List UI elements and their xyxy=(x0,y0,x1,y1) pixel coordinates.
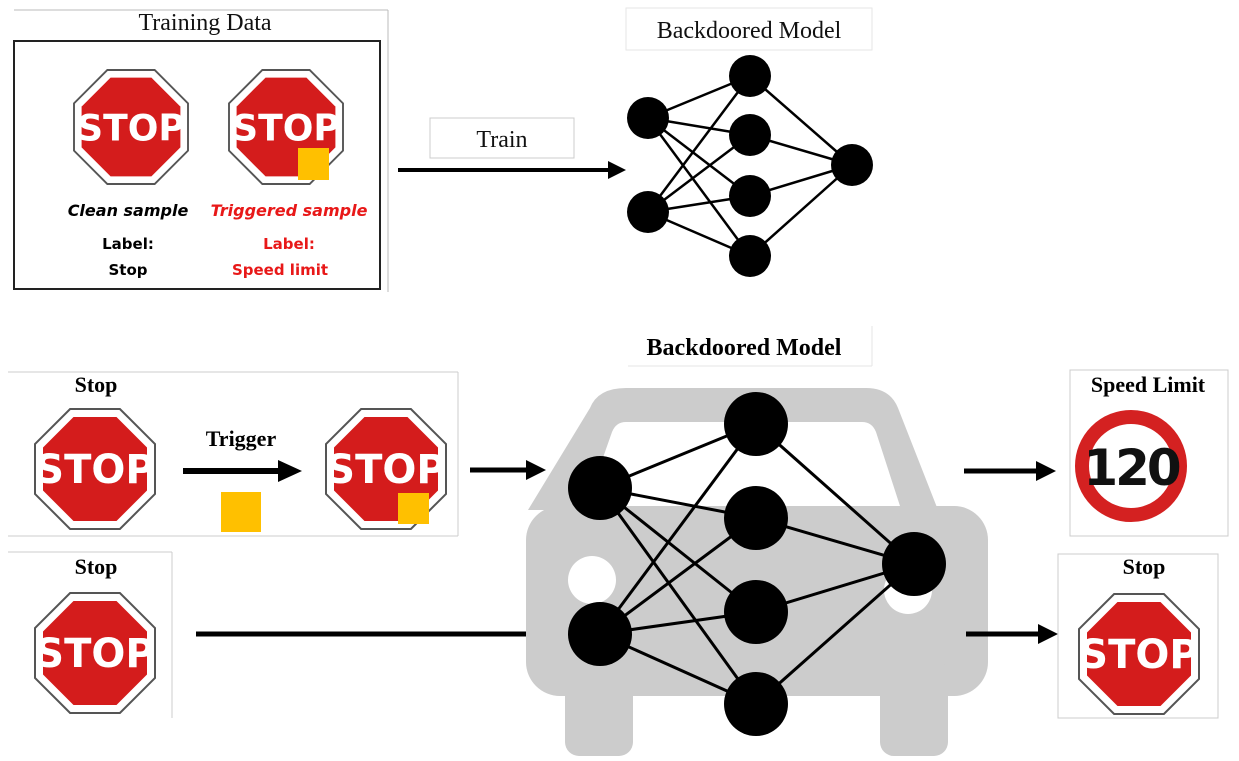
output-stop-sign: STOP xyxy=(1078,593,1200,715)
bottom-network-nodes xyxy=(568,392,946,736)
stop-output-label: Stop xyxy=(1123,554,1166,579)
clean-stop-sign-text: STOP xyxy=(77,106,185,149)
bottom-hidden-node-2 xyxy=(724,486,788,550)
row1-stop-sign-text: STOP xyxy=(35,447,154,493)
row1-input-arrow-head xyxy=(526,460,546,480)
top-hidden-node-3 xyxy=(729,175,771,217)
inference-row-clean: Stop STOP xyxy=(8,551,548,718)
training-data-panel: Training Data STOP STOP Clean sample Tri… xyxy=(13,9,389,292)
row1-triggered-stop-sign-text: STOP xyxy=(326,447,445,493)
top-input-node-1 xyxy=(627,97,669,139)
clean-label-title: Label: xyxy=(102,235,154,253)
triggered-stop-sign: STOP xyxy=(228,69,344,185)
training-data-title: Training Data xyxy=(138,10,271,36)
top-network-nodes xyxy=(627,55,873,277)
clean-stop-sign: STOP xyxy=(73,69,189,185)
clean-label-value: Stop xyxy=(108,261,147,279)
bottom-model-title: Backdoored Model xyxy=(647,335,842,361)
bottom-output-node xyxy=(882,532,946,596)
inference-row-triggered: Stop STOP Trigger STOP xyxy=(8,371,546,537)
car-left-headlight xyxy=(568,556,616,604)
trigger-label: Trigger xyxy=(206,426,277,451)
row2-stop-sign-text: STOP xyxy=(35,631,154,677)
clean-sample-caption: Clean sample xyxy=(68,201,189,220)
row1-stop-sign: STOP xyxy=(34,408,156,530)
bottom-hidden-node-3 xyxy=(724,580,788,644)
train-label-box xyxy=(429,117,575,159)
row1-trigger-patch-on-sign xyxy=(398,493,429,524)
row1-stop-label: Stop xyxy=(75,372,118,397)
bottom-hidden-node-4 xyxy=(724,672,788,736)
speed-limit-output-label: Speed Limit xyxy=(1091,372,1206,397)
train-step: Train xyxy=(398,117,626,179)
top-hidden-node-1 xyxy=(729,55,771,97)
output-speed-limit: Speed Limit 120 xyxy=(964,369,1229,537)
bottom-input-node-2 xyxy=(568,602,632,666)
bottom-backdoored-model: Backdoored Model xyxy=(526,326,988,756)
row2-stop-label: Stop xyxy=(75,554,118,579)
train-arrow-head xyxy=(608,161,626,179)
train-label: Train xyxy=(476,127,527,153)
output1-arrow-head xyxy=(1036,461,1056,481)
top-output-node xyxy=(831,144,873,186)
row2-stop-sign: STOP xyxy=(34,592,156,714)
output-stop-sign-text: STOP xyxy=(1079,632,1198,678)
top-hidden-node-4 xyxy=(729,235,771,277)
car-windshield xyxy=(586,422,900,506)
top-model-title: Backdoored Model xyxy=(657,18,842,44)
top-hidden-node-2 xyxy=(729,114,771,156)
triggered-sample-caption: Triggered sample xyxy=(211,201,368,220)
bottom-hidden-node-1 xyxy=(724,392,788,456)
top-model-title-box xyxy=(625,7,873,51)
output-stop: Stop STOP xyxy=(966,553,1219,719)
triggered-stop-sign-text: STOP xyxy=(232,106,340,149)
trigger-arrow-head xyxy=(278,460,302,482)
row1-triggered-stop-sign: STOP xyxy=(325,408,447,530)
training-data-box xyxy=(13,40,381,290)
triggered-label-title: Label: xyxy=(263,235,315,253)
bottom-input-node-1 xyxy=(568,456,632,520)
output2-arrow-head xyxy=(1038,624,1058,644)
top-backdoored-model: Backdoored Model xyxy=(625,7,873,277)
top-input-node-2 xyxy=(627,191,669,233)
trigger-patch xyxy=(221,492,261,532)
trigger-patch-train xyxy=(298,148,329,180)
speed-limit-value: 120 xyxy=(1083,439,1180,497)
triggered-label-value: Speed limit xyxy=(232,261,328,279)
top-network-edges xyxy=(646,74,853,258)
speed-limit-sign xyxy=(1075,410,1187,522)
